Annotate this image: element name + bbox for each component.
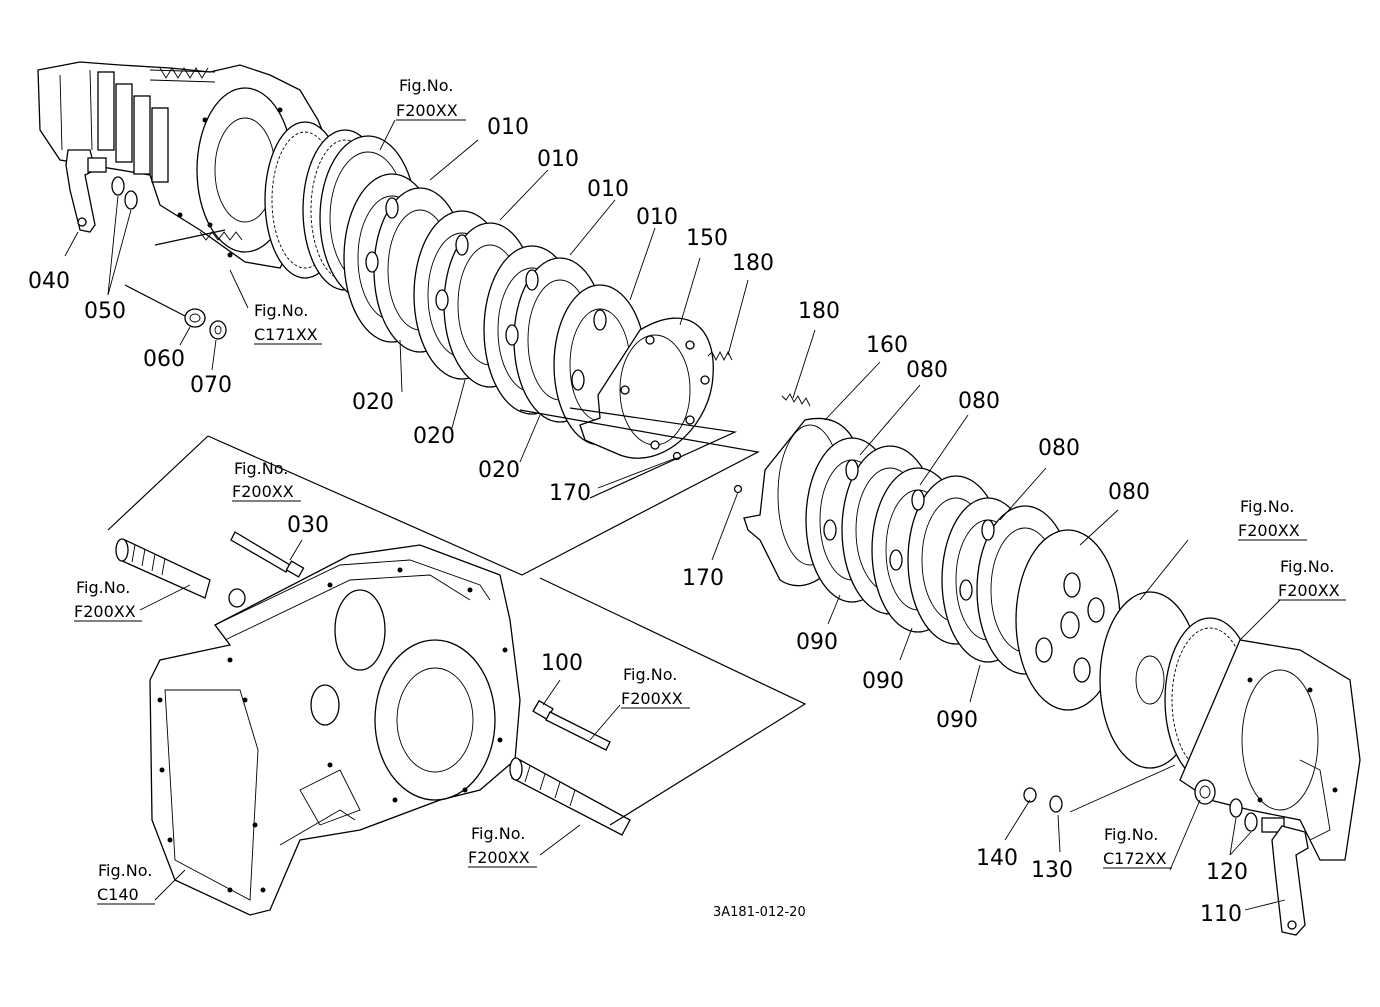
fig-ref: Fig.No. F200XX (1278, 557, 1346, 601)
svg-text:Fig.No.: Fig.No. (623, 665, 677, 684)
svg-text:F200XX: F200XX (1278, 581, 1340, 600)
label-120: 120 (1206, 860, 1248, 885)
washer-070 (209, 320, 227, 340)
label-020: 020 (478, 458, 520, 483)
fig-ref: Fig.No. F200XX (232, 459, 301, 502)
bearing-060 (184, 308, 206, 328)
label-010: 010 (636, 205, 678, 230)
svg-text:C171XX: C171XX (254, 325, 318, 344)
fig-ref: Fig.No. C140 (97, 861, 155, 905)
label-080: 080 (1038, 436, 1080, 461)
pin-030 (230, 531, 305, 578)
label-070: 070 (190, 373, 232, 398)
label-080: 080 (1108, 480, 1150, 505)
svg-text:Fig.No.: Fig.No. (1104, 825, 1158, 844)
o-rings-050 (111, 176, 138, 210)
fig-ref: Fig.No. F200XX (468, 824, 537, 868)
label-140: 140 (976, 846, 1018, 871)
label-180: 180 (798, 299, 840, 324)
label-170: 170 (549, 481, 591, 506)
fig-ref: Fig.No. F200XX (621, 665, 690, 709)
label-090: 090 (936, 708, 978, 733)
fig-ref: Fig.No. C171XX (254, 301, 322, 345)
label-080: 080 (906, 358, 948, 383)
label-090: 090 (796, 630, 838, 655)
label-010: 010 (587, 177, 629, 202)
lever-040 (65, 149, 107, 233)
disc-stack-upper (319, 135, 647, 446)
pin-170-lower (733, 484, 743, 494)
svg-text:F200XX: F200XX (396, 101, 458, 120)
label-030: 030 (287, 513, 329, 538)
svg-text:F200XX: F200XX (621, 689, 683, 708)
svg-text:Fig.No.: Fig.No. (234, 459, 288, 478)
figure-references: Fig.No. F200XX Fig.No. C171XX Fig.No. F2… (74, 76, 1346, 905)
label-170: 170 (682, 566, 724, 591)
fig-ref: Fig.No. F200XX (1238, 497, 1307, 541)
upper-left-housing (37, 61, 388, 291)
label-020: 020 (352, 390, 394, 415)
shaft-lower (509, 757, 631, 836)
svg-text:C140: C140 (97, 885, 139, 904)
label-180: 180 (732, 251, 774, 276)
label-010: 010 (487, 115, 529, 140)
bearing-130 (1049, 795, 1063, 813)
label-010: 010 (537, 147, 579, 172)
part-number-labels: 010 010 010 010 150 180 040 050 060 070 … (28, 115, 1248, 927)
svg-text:Fig.No.: Fig.No. (399, 76, 453, 95)
fig-ref: Fig.No. F200XX (396, 76, 466, 121)
label-060: 060 (143, 347, 185, 372)
label-040: 040 (28, 269, 70, 294)
fig-ref: Fig.No. F200XX (74, 578, 142, 622)
label-090: 090 (862, 669, 904, 694)
label-110: 110 (1200, 902, 1242, 927)
drawing-code: 3A181-012-20 (713, 905, 806, 920)
label-020: 020 (413, 424, 455, 449)
svg-text:Fig.No.: Fig.No. (254, 301, 308, 320)
shaft-upper-left (115, 538, 246, 608)
spring-180-upper (707, 350, 733, 362)
fig-ref: Fig.No. C172XX (1103, 825, 1172, 869)
pressure-plate-150 (579, 317, 714, 459)
disc-stack-lower (805, 437, 1121, 711)
label-100: 100 (541, 651, 583, 676)
label-080: 080 (958, 389, 1000, 414)
svg-text:Fig.No.: Fig.No. (98, 861, 152, 880)
lever-110 (1261, 817, 1309, 936)
svg-text:C172XX: C172XX (1103, 849, 1167, 868)
svg-text:F200XX: F200XX (468, 848, 530, 867)
svg-text:Fig.No.: Fig.No. (471, 824, 525, 843)
svg-text:Fig.No.: Fig.No. (1280, 557, 1334, 576)
svg-text:F200XX: F200XX (1238, 521, 1300, 540)
transmission-case-c140 (149, 544, 521, 916)
svg-text:Fig.No.: Fig.No. (1240, 497, 1294, 516)
label-150: 150 (686, 226, 728, 251)
o-rings-120 (1229, 798, 1258, 832)
label-160: 160 (866, 333, 908, 358)
right-housing (1099, 591, 1361, 861)
pin-100 (532, 699, 611, 751)
group-lines (107, 229, 807, 826)
label-050: 050 (84, 299, 126, 324)
label-130: 130 (1031, 858, 1073, 883)
leader-lines (64, 119, 1286, 911)
svg-text:F200XX: F200XX (74, 602, 136, 621)
spring-180-lower (781, 393, 811, 407)
svg-text:F200XX: F200XX (232, 482, 294, 501)
washer-140 (1023, 787, 1037, 803)
svg-text:Fig.No.: Fig.No. (76, 578, 130, 597)
